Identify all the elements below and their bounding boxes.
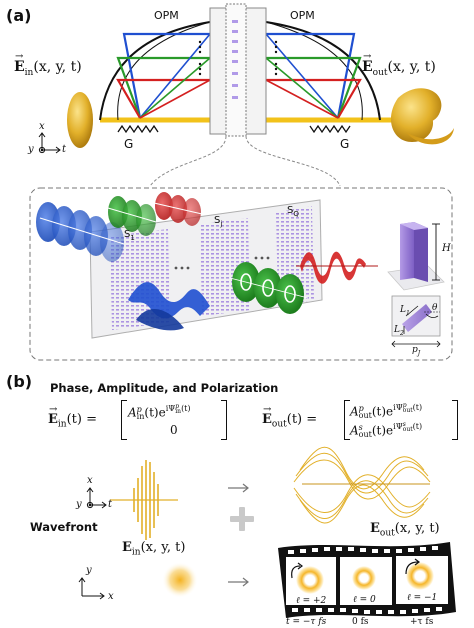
sj-label: Sj — [214, 215, 223, 228]
ein-matrix — [121, 400, 227, 440]
plus-sign — [230, 507, 254, 531]
period-label: pJ — [412, 345, 421, 357]
opm-right-label: OPM — [290, 9, 315, 22]
b-axis-t-label: t — [108, 499, 113, 510]
grating-left-label: G — [124, 137, 134, 151]
ein-t-lhs: →Ein(t) = — [48, 404, 98, 430]
opm-left-label: OPM — [154, 9, 179, 22]
axis-t-label: t — [62, 144, 67, 155]
sq-label: SQ — [287, 205, 299, 218]
red-output-wave — [296, 251, 378, 284]
blue-output-wave — [128, 282, 210, 319]
opm-left-mirror — [99, 21, 211, 121]
output-polarization-pulse — [293, 446, 431, 524]
eout-t-lhs: →Eout(t) = — [262, 404, 318, 430]
eout-xy-label: Eout(x, y, t) — [370, 521, 440, 539]
unit-cell-top-view — [391, 295, 441, 348]
panel-a-label: (a) — [6, 6, 32, 25]
b-axis-x2-label: x — [108, 591, 114, 602]
grating-left — [117, 124, 159, 134]
l2-label: L2 — [394, 325, 404, 337]
frame-1-ell: ℓ = +2 — [296, 596, 327, 606]
axes-panel-b-top — [86, 487, 107, 509]
axis-y-label: y — [28, 144, 34, 155]
input-wavefront-spot — [162, 562, 198, 598]
l1-label: L1 — [400, 305, 410, 317]
opm-right-mirror — [265, 21, 381, 121]
theta-label: θ — [432, 303, 438, 313]
s1-label: S1 — [124, 229, 135, 242]
ein-xy-label: Ein(x, y, t) — [122, 540, 186, 558]
frame-3-time: +τ fs — [410, 617, 434, 627]
axes-panel-b-bottom — [78, 577, 105, 600]
ein-row-2: 0 — [170, 423, 178, 437]
frame-2-ell: ℓ = 0 — [353, 595, 376, 605]
axis-x-label: x — [39, 121, 45, 132]
b-axis-x-label: x — [87, 475, 93, 486]
ein-label: →Ein(x, y, t) — [14, 51, 82, 78]
red-pulse-disks — [153, 192, 203, 226]
height-label: H — [442, 243, 451, 254]
panel-b-title: Phase, Amplitude, and Polarization — [50, 381, 279, 395]
unit-cell-pillar — [387, 222, 445, 291]
grating-right — [309, 124, 351, 134]
eout-matrix — [344, 400, 458, 440]
ray-fan-right — [265, 32, 362, 119]
green-output-rings — [229, 262, 309, 314]
b-axis-y2-label: y — [86, 565, 92, 576]
frame-1-time: t = −τ fs — [286, 617, 327, 627]
green-pulse-disks — [107, 196, 157, 236]
transform-arrows — [228, 483, 249, 587]
axes-top-left — [38, 132, 61, 154]
grating-right-label: G — [340, 137, 350, 151]
output-pulse-shape — [390, 88, 454, 145]
film-strip — [278, 542, 456, 618]
ray-fan-left — [116, 32, 211, 119]
zoom-box — [29, 187, 453, 361]
wavefront-title: Wavefront — [30, 520, 98, 534]
panel-b-label: (b) — [6, 372, 33, 391]
blue-pulse-disks — [36, 202, 125, 262]
b-axis-y-label: y — [76, 499, 82, 510]
input-pulse-waveform — [110, 460, 178, 540]
input-pulse-shape — [67, 92, 93, 148]
eout-label: →Eout(x, y, t) — [362, 51, 436, 78]
frame-3-ell: ℓ = −1 — [407, 593, 438, 603]
frame-2-time: 0 fs — [352, 617, 369, 627]
